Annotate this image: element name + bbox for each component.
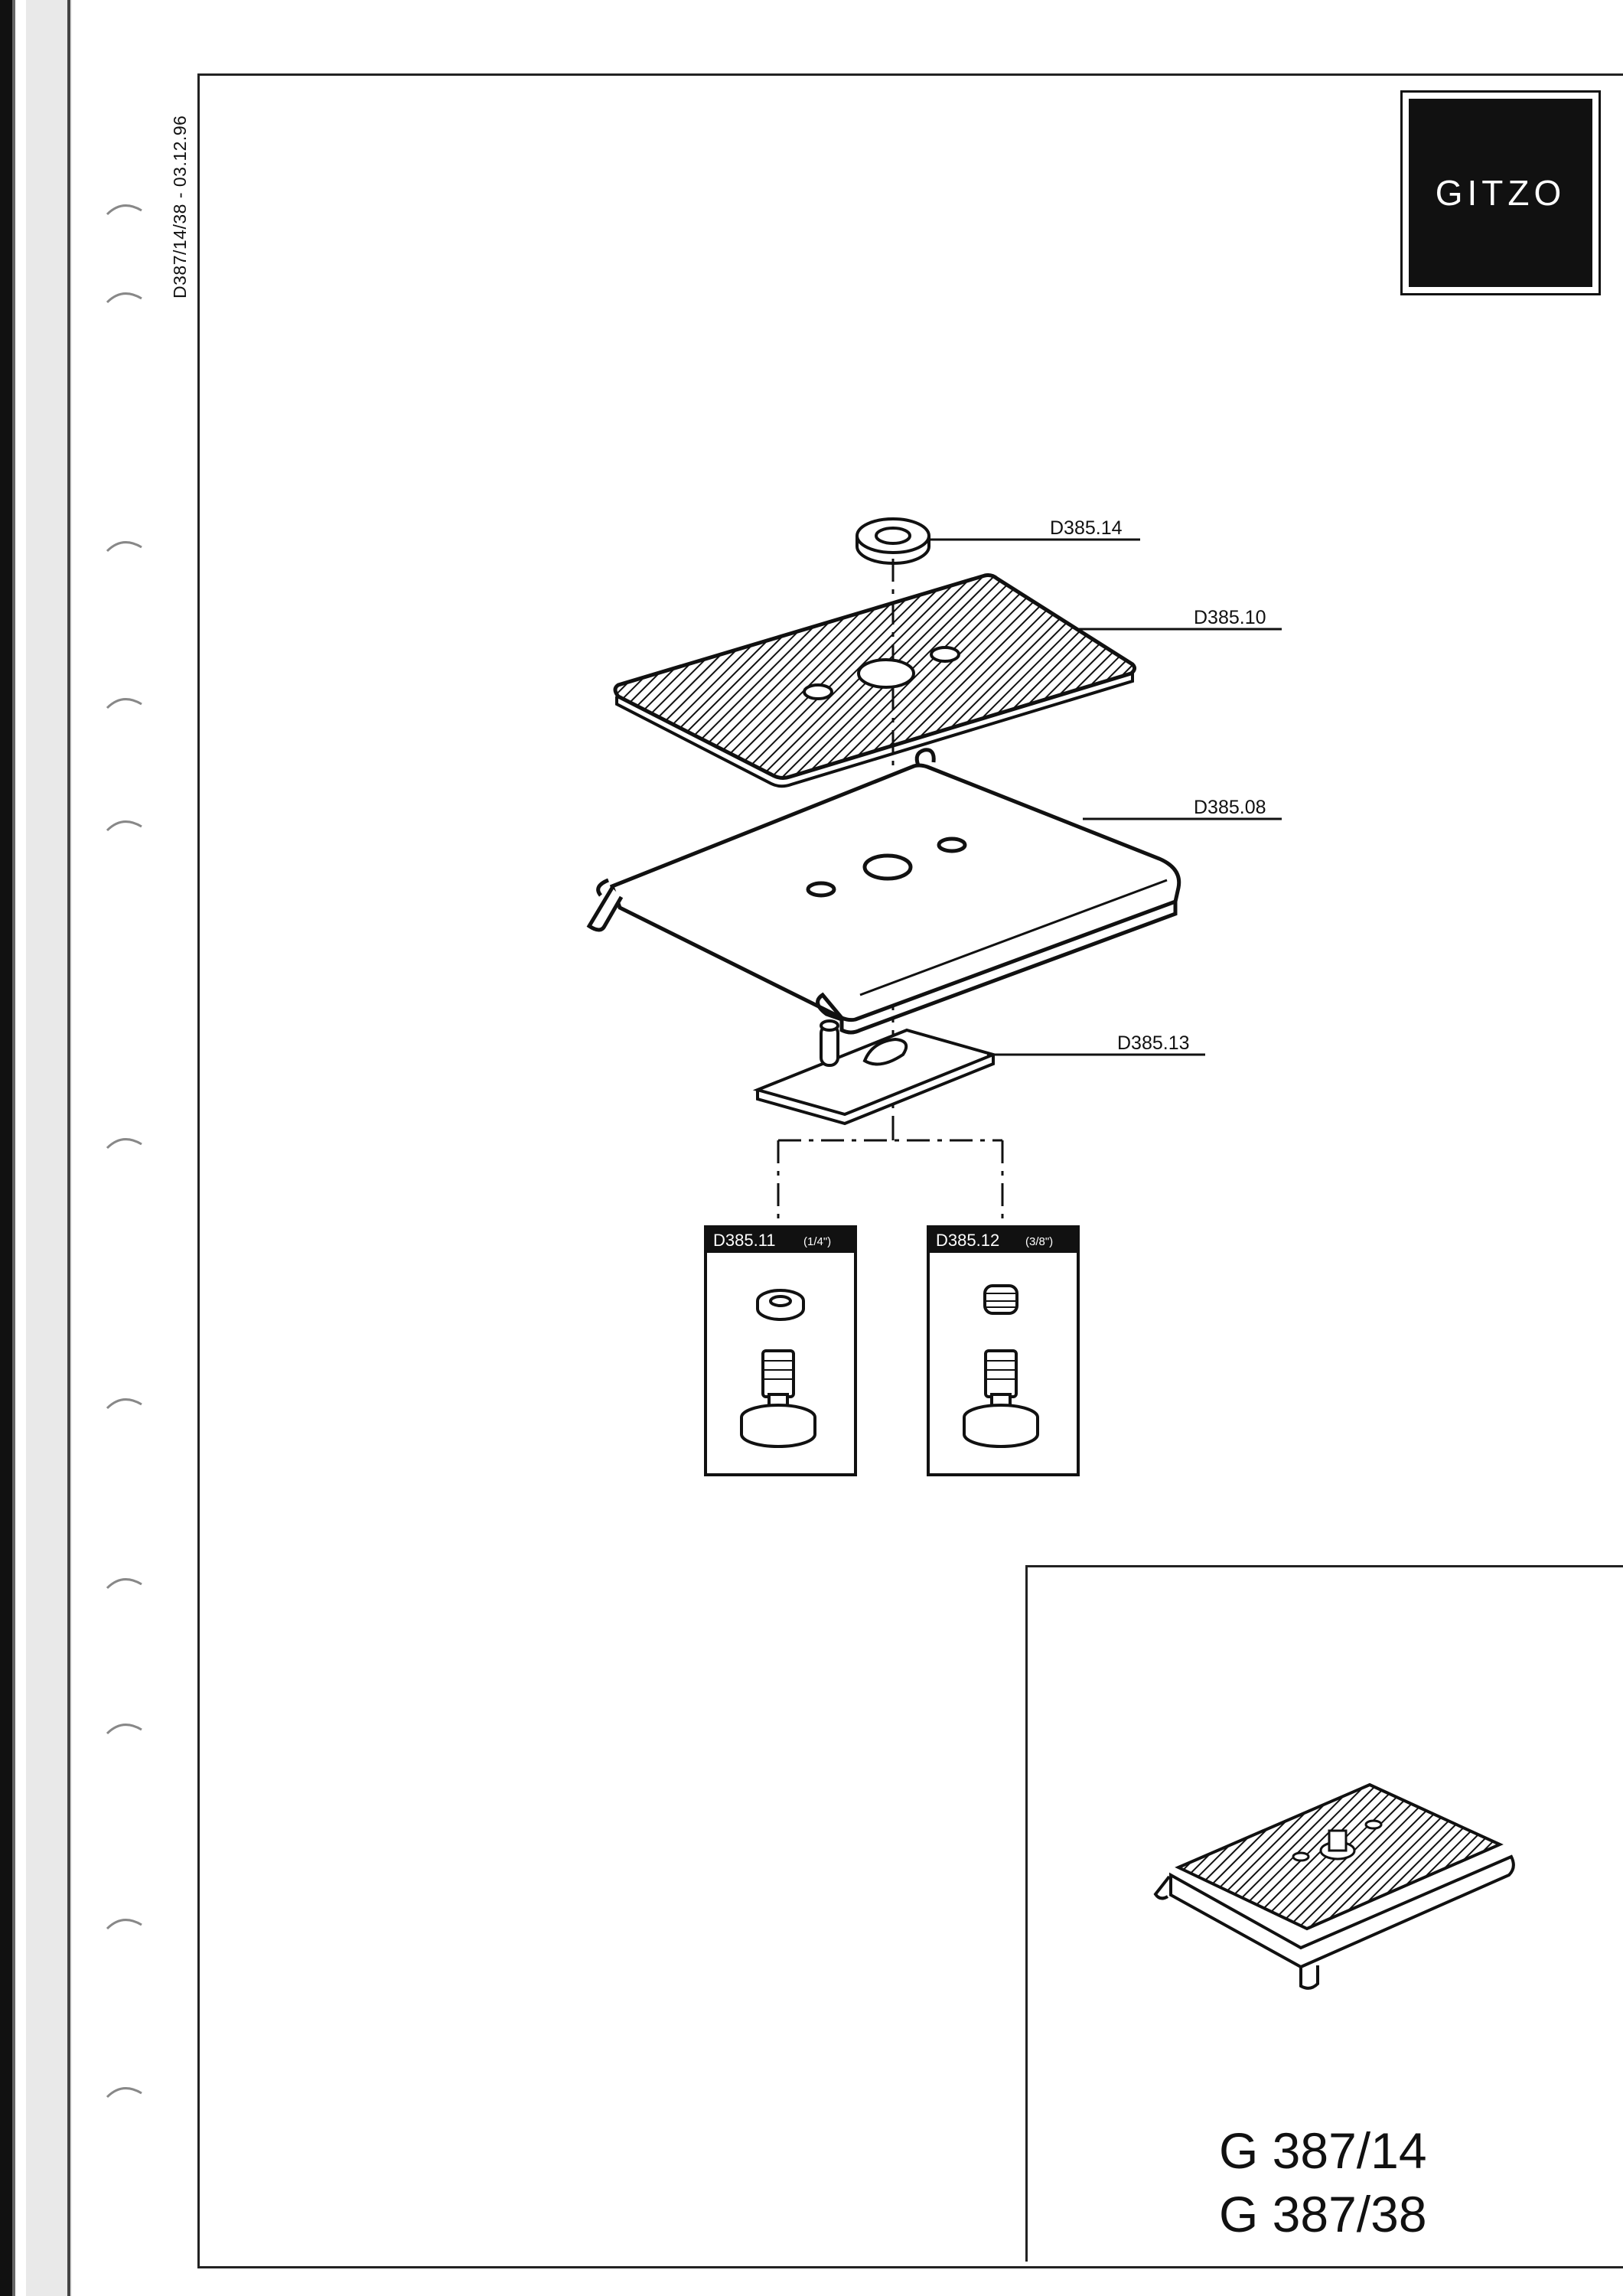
model-number-1: G 387/14	[1219, 2122, 1427, 2179]
gitzo-logo: GITZO	[1400, 90, 1601, 295]
top-plate-part	[613, 573, 1137, 788]
product-overview-box	[1025, 1565, 1623, 2262]
sheet-frame	[197, 73, 1623, 2268]
kit-box-three-eighth-inch: D385.12 (3/8")	[927, 1225, 1080, 1476]
kit-branch-lines	[777, 1125, 1004, 1228]
model-number-2: G 387/38	[1219, 2186, 1427, 2242]
callout-base-plate-label: D385.08	[1194, 797, 1266, 818]
callout-slide-plate-label: D385.13	[1117, 1032, 1190, 1054]
washer-part	[855, 517, 930, 565]
kit-three-eighth-inch-thread: (3/8")	[1025, 1235, 1053, 1248]
slide-plate-part	[752, 1019, 999, 1126]
callout-slide-plate: D385.13	[987, 1032, 1205, 1056]
callout-washer: D385.14	[930, 517, 1140, 541]
kit-quarter-inch-code: D385.11	[713, 1231, 776, 1250]
binder-marks	[106, 204, 142, 2099]
scan-edge	[0, 0, 72, 2296]
brand-name: GITZO	[1435, 173, 1566, 213]
kit-quarter-inch-thread: (1/4")	[803, 1235, 831, 1248]
callout-base-plate: D385.08	[1083, 797, 1282, 820]
callout-top-plate: D385.10	[1079, 607, 1282, 631]
kit-box-quarter-inch: D385.11 (1/4")	[704, 1225, 857, 1476]
assembled-plate-drawing	[1153, 1782, 1515, 1990]
kit-three-eighth-inch-code: D385.12	[936, 1231, 999, 1250]
base-plate-part	[586, 748, 1181, 1035]
callout-washer-label: D385.14	[1050, 517, 1123, 539]
callout-top-plate-label: D385.10	[1194, 607, 1266, 628]
